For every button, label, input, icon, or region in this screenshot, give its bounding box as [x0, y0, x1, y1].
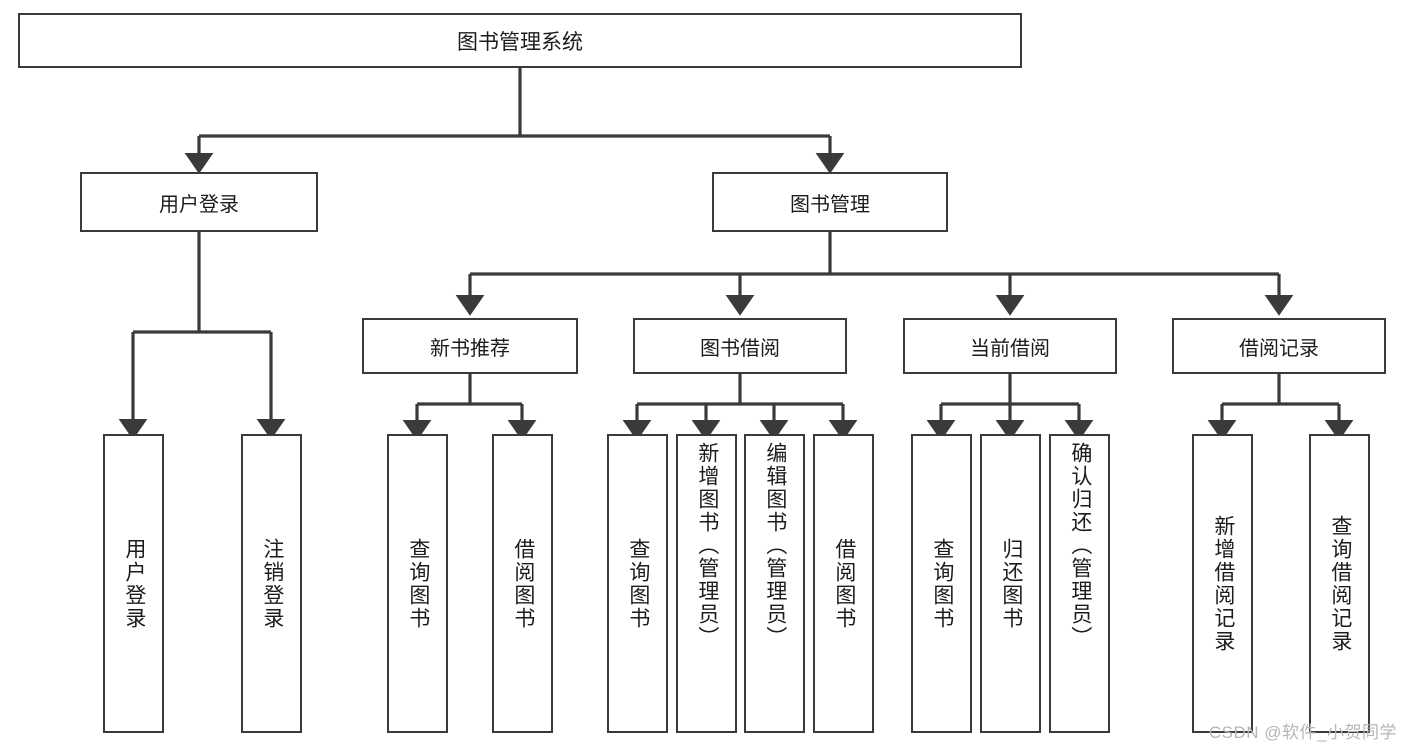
node-book-management-label: 图书管理 [790, 193, 870, 216]
leaf-book-borrow-add[interactable]: 新增图书（管理员） [676, 434, 737, 733]
leaf-label: 新增借阅记录 [1211, 514, 1235, 653]
leaf-label: 用户登录 [122, 537, 146, 630]
leaf-borrow-record-add[interactable]: 新增借阅记录 [1192, 434, 1253, 733]
leaf-current-borrow-confirm-return[interactable]: 确认归还（管理员） [1049, 434, 1110, 733]
node-new-book-recommend-label: 新书推荐 [430, 337, 510, 360]
leaf-user-login-signout[interactable]: 注销登录 [241, 434, 302, 733]
leaf-label: 新增图书（管理员） [695, 442, 719, 649]
node-user-login-label: 用户登录 [159, 193, 239, 216]
leaf-book-borrow-edit[interactable]: 编辑图书（管理员） [744, 434, 805, 733]
leaf-label: 查询借阅记录 [1328, 514, 1352, 653]
node-book-borrow-label: 图书借阅 [700, 337, 780, 360]
leaf-book-borrow-borrow[interactable]: 借阅图书 [813, 434, 874, 733]
leaf-book-borrow-query[interactable]: 查询图书 [607, 434, 668, 733]
leaf-label: 注销登录 [260, 537, 284, 630]
node-borrow-record[interactable]: 借阅记录 [1172, 318, 1386, 374]
leaf-label: 查询图书 [406, 537, 430, 630]
leaf-borrow-record-query[interactable]: 查询借阅记录 [1309, 434, 1370, 733]
leaf-label: 借阅图书 [832, 537, 856, 630]
node-root-label: 图书管理系统 [457, 30, 583, 54]
leaf-user-login-signin[interactable]: 用户登录 [103, 434, 164, 733]
leaf-label: 编辑图书（管理员） [763, 442, 787, 649]
node-current-borrow[interactable]: 当前借阅 [903, 318, 1117, 374]
leaf-label: 借阅图书 [511, 537, 535, 630]
leaf-label: 查询图书 [930, 537, 954, 630]
node-root[interactable]: 图书管理系统 [18, 13, 1022, 68]
leaf-label: 确认归还（管理员） [1068, 442, 1092, 649]
node-new-book-recommend[interactable]: 新书推荐 [362, 318, 578, 374]
leaf-current-borrow-return[interactable]: 归还图书 [980, 434, 1041, 733]
watermark: CSDN @软件_小贺同学 [1208, 723, 1397, 742]
node-book-borrow[interactable]: 图书借阅 [633, 318, 847, 374]
leaf-new-book-query[interactable]: 查询图书 [387, 434, 448, 733]
node-book-management[interactable]: 图书管理 [712, 172, 948, 232]
leaf-new-book-borrow[interactable]: 借阅图书 [492, 434, 553, 733]
node-user-login[interactable]: 用户登录 [80, 172, 318, 232]
node-borrow-record-label: 借阅记录 [1239, 337, 1319, 360]
leaf-label: 查询图书 [626, 537, 650, 630]
leaf-label: 归还图书 [999, 537, 1023, 630]
leaf-current-borrow-query[interactable]: 查询图书 [911, 434, 972, 733]
node-current-borrow-label: 当前借阅 [970, 337, 1050, 360]
